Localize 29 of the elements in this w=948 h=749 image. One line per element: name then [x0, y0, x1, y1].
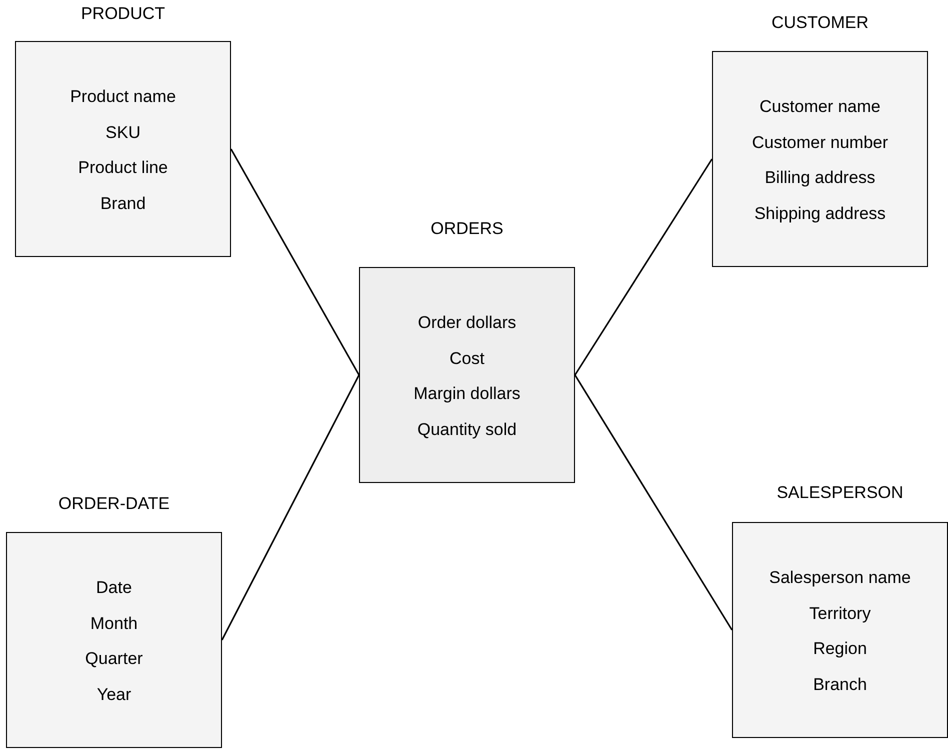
attribute-text: Customer number [752, 132, 888, 152]
connector-line [574, 374, 733, 630]
entity-title: ORDERS [430, 219, 504, 238]
attribute-text: Product line [78, 158, 168, 177]
entity-title: PRODUCT [80, 4, 166, 23]
attribute-text: Margin dollars [414, 384, 520, 403]
attribute-text: Month [90, 614, 138, 632]
attribute-text: Year [96, 684, 132, 704]
connector-line [221, 374, 360, 640]
entity-title: ORDER-DATE [58, 494, 170, 513]
connector-line [230, 148, 360, 376]
attribute-text: Quarter [85, 649, 143, 668]
attribute-text: Order dollars [418, 313, 516, 332]
attribute-text: Cost [450, 348, 484, 368]
attribute-text: SKU [106, 122, 140, 142]
attribute-text: Product name [70, 87, 176, 106]
attribute-text: Customer name [760, 97, 880, 116]
connector-line [574, 158, 713, 376]
attribute-text: Brand [100, 194, 146, 212]
attribute-text: Quantity sold [417, 420, 517, 438]
attribute-text: Branch [813, 674, 867, 694]
entity-title: SALESPERSON [776, 483, 904, 502]
attribute-text: Date [96, 578, 132, 597]
attribute-text: Region [813, 639, 867, 658]
attribute-text: Shipping address [754, 204, 886, 222]
attribute-text: Billing address [764, 168, 876, 187]
attribute-text: Salesperson name [769, 568, 911, 587]
attribute-text: Territory [809, 604, 871, 622]
entity-title: CUSTOMER [772, 13, 868, 32]
